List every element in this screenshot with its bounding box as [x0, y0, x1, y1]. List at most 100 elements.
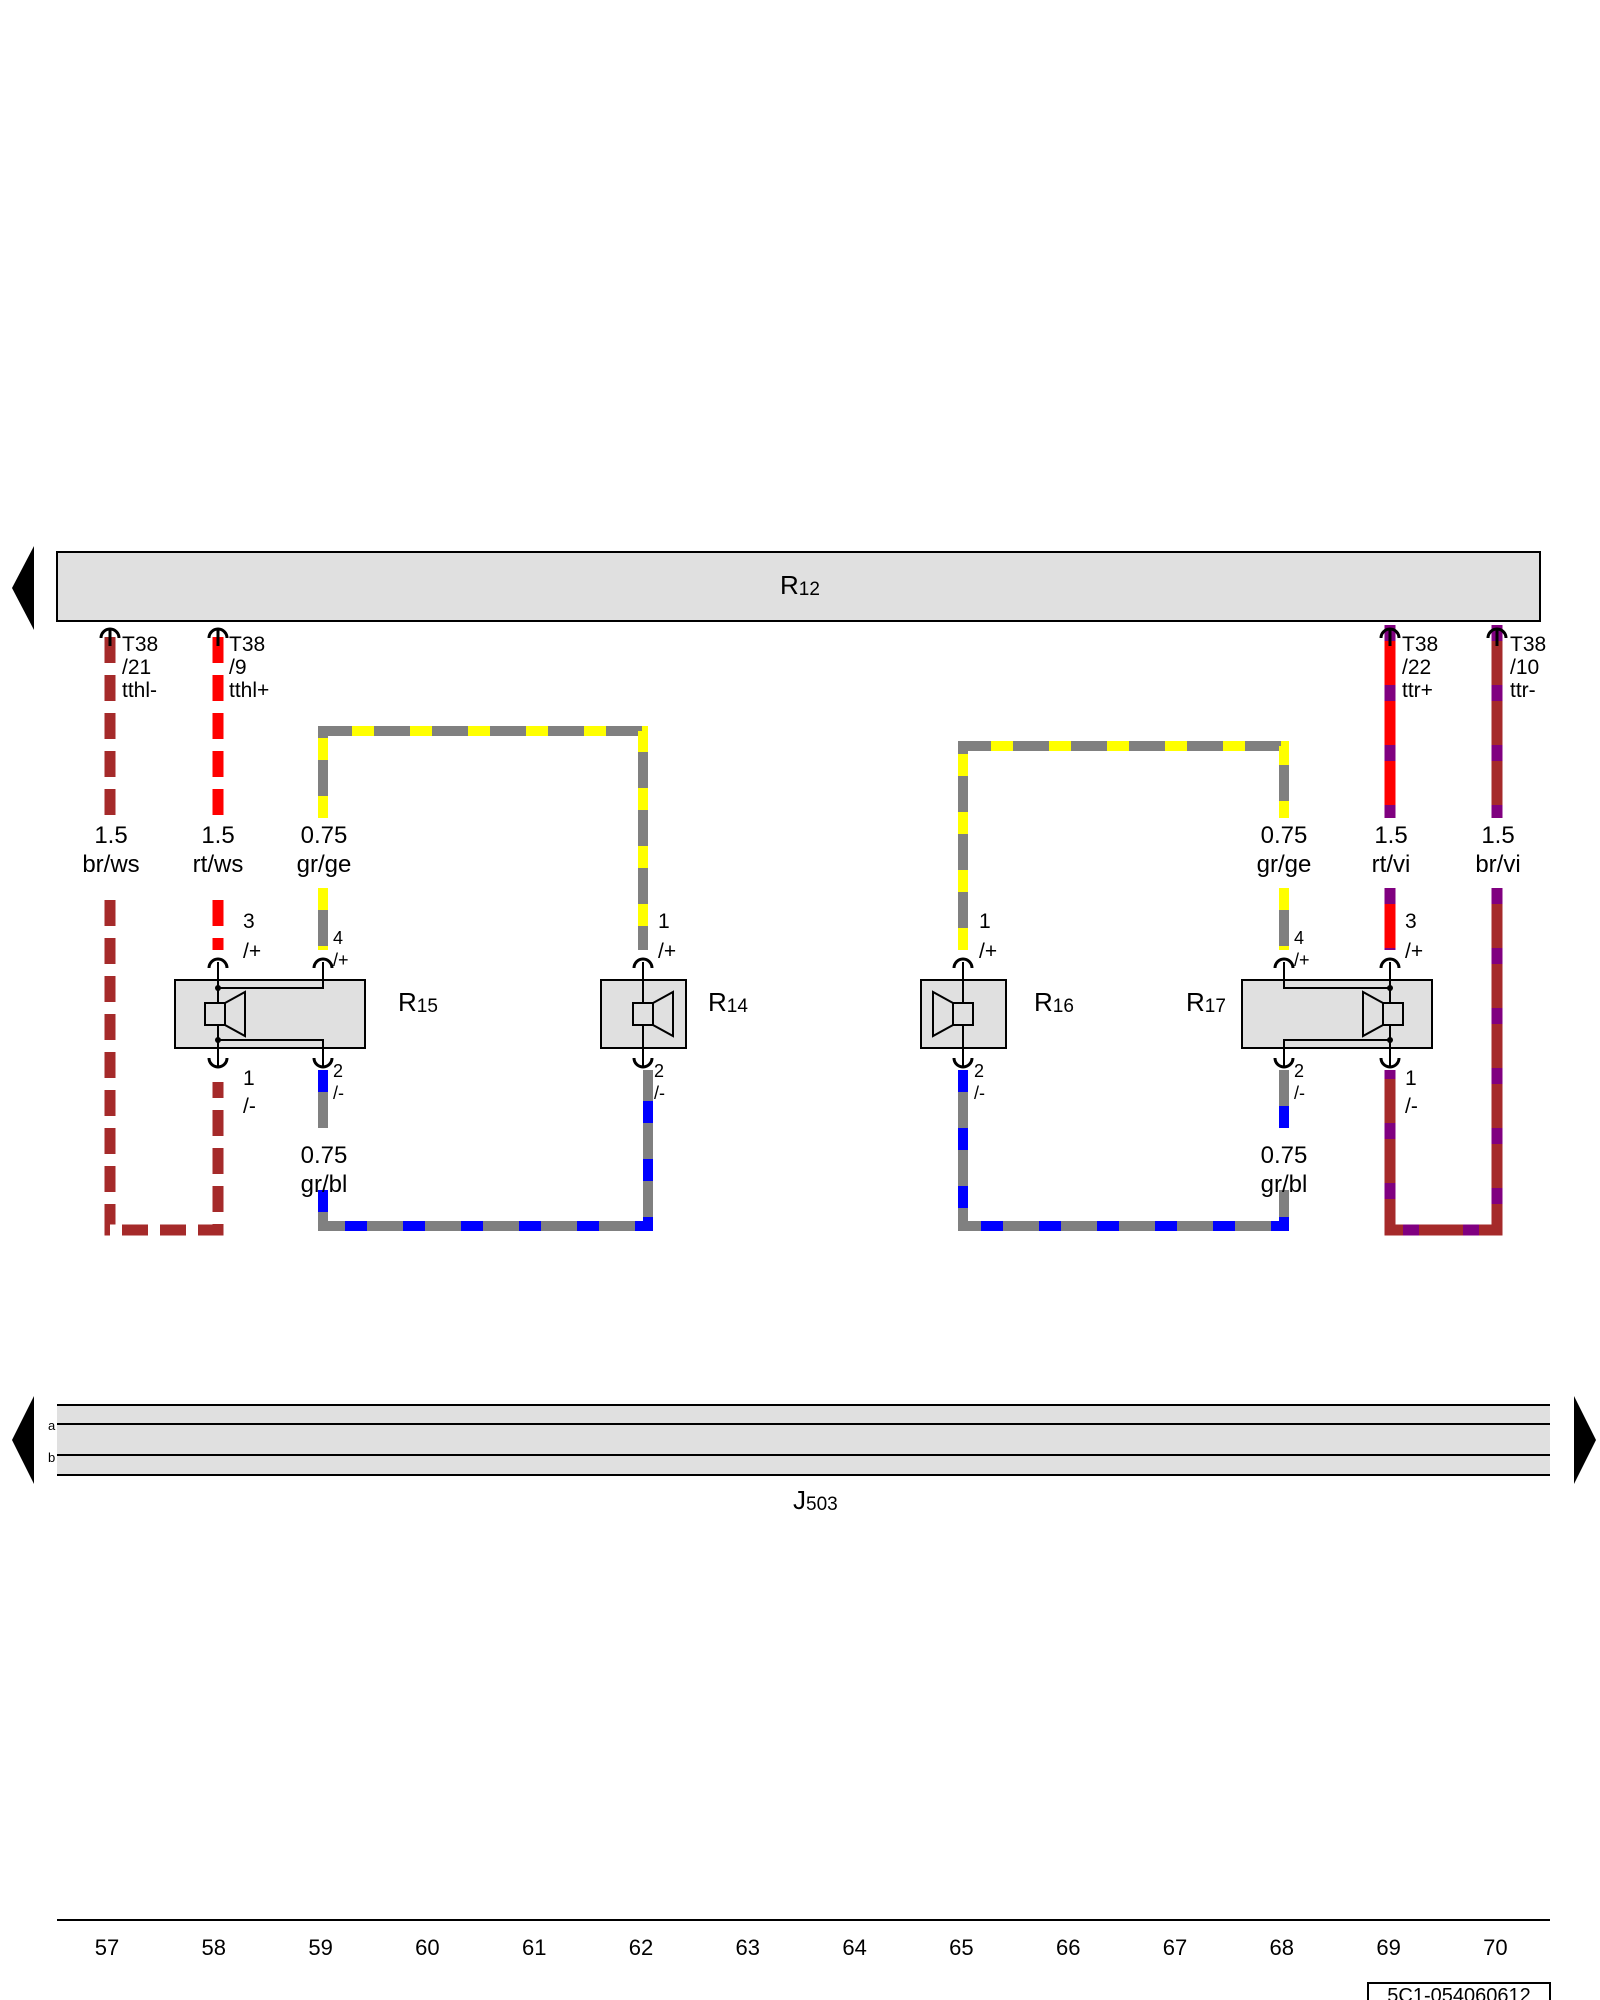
connector-t38-10-icon [1486, 627, 1508, 646]
column-number: 67 [1163, 1935, 1187, 1960]
r15-label: R15 [398, 987, 438, 1017]
r15-speaker[interactable] [174, 962, 366, 1066]
connector-t38-21-label: T38 /21 tthl- [122, 633, 158, 702]
r17-pin3-num: 3 [1405, 910, 1417, 933]
connector-t38-10-label: T38 /10 ttr- [1510, 633, 1546, 702]
wire-size-rt-ws: 1.5 [201, 822, 234, 849]
wire-color-br-vi: br/vi [1475, 851, 1520, 878]
r15-pin1-pol: /- [243, 1095, 256, 1118]
speaker-icon [1362, 990, 1404, 1038]
connector-t38-9-label: T38 /9 tthl+ [229, 633, 269, 702]
r15-pin3-num: 3 [243, 910, 255, 933]
svg-text:ttr+: ttr+ [1402, 679, 1433, 702]
r16-label: R16 [1034, 987, 1074, 1017]
r15-pin4-num: 4 [333, 928, 343, 948]
r17-pin1-pol: /- [1405, 1095, 1418, 1118]
column-number: 58 [202, 1935, 226, 1960]
column-number: 59 [308, 1935, 332, 1960]
r14-pin2-num: 2 [654, 1061, 664, 1081]
wire-color-gr-bl-left: gr/bl [301, 1171, 348, 1198]
column-number: 69 [1376, 1935, 1400, 1960]
r15-pin2-pol: /- [333, 1083, 344, 1103]
r17-label: R17 [1186, 987, 1226, 1017]
j503-label: J503 [793, 1485, 838, 1515]
wire-color-gr-ge-right: gr/ge [1257, 851, 1312, 878]
svg-text:T38: T38 [1510, 633, 1546, 656]
wire-size-gr-bl-left: 0.75 [301, 1142, 348, 1169]
doc-id: 5C1-054060612 [1387, 1985, 1530, 2000]
column-number: 68 [1270, 1935, 1294, 1960]
r14-pin2-pol: /- [654, 1083, 665, 1103]
r14-pin1-num: 1 [658, 910, 670, 933]
speaker-icon [932, 990, 974, 1038]
r15-pin2-num: 2 [333, 1061, 343, 1081]
connector-t38-22-icon [1379, 627, 1401, 646]
pin-connector-icons [207, 957, 1401, 1069]
svg-text:/21: /21 [122, 656, 151, 679]
r17-pin1-num: 1 [1405, 1067, 1417, 1090]
column-number: 66 [1056, 1935, 1080, 1960]
wire-br-vi-loop[interactable] [1384, 625, 1503, 1236]
r16-pin2-pol: /- [974, 1083, 985, 1103]
left-bus-arrow-icon [12, 1396, 34, 1484]
svg-text:tthl-: tthl- [122, 679, 157, 702]
column-number: 57 [95, 1935, 119, 1960]
svg-text:T38: T38 [1402, 633, 1438, 656]
connector-t38-22-label: T38 /22 ttr+ [1402, 633, 1438, 702]
svg-text:ttr-: ttr- [1510, 679, 1536, 702]
column-number: 61 [522, 1935, 546, 1960]
column-numbers: 57 58 59 60 61 62 63 64 65 66 67 68 69 70 [95, 1935, 1508, 1960]
wire-color-rt-ws: rt/ws [193, 851, 244, 878]
column-number: 64 [842, 1935, 866, 1960]
column-number: 60 [415, 1935, 439, 1960]
wire-gr-ge-left[interactable] [318, 726, 648, 950]
r16-pin1-pol: /+ [979, 940, 997, 963]
svg-text:/10: /10 [1510, 656, 1539, 679]
r12-component-box[interactable] [56, 551, 1541, 622]
svg-text:T38: T38 [229, 633, 265, 656]
column-number: 70 [1483, 1935, 1507, 1960]
svg-text:T38: T38 [122, 633, 158, 656]
r16-speaker[interactable] [920, 962, 1007, 1066]
wire-gr-bl-left[interactable] [318, 1070, 653, 1231]
right-bus-arrow-icon [1574, 1396, 1596, 1484]
r14-label: R14 [708, 987, 748, 1017]
j503-bus[interactable] [57, 1404, 1550, 1476]
wire-size-br-vi: 1.5 [1481, 822, 1514, 849]
r17-pin2-pol: /- [1294, 1083, 1305, 1103]
column-number: 65 [949, 1935, 973, 1960]
wire-size-rt-vi: 1.5 [1374, 822, 1407, 849]
left-continuation-arrow-icon [12, 546, 34, 630]
r15-pin1-num: 1 [243, 1067, 255, 1090]
r17-pin4-pol: /+ [1294, 950, 1310, 970]
r17-pin4-num: 4 [1294, 928, 1304, 948]
doc-id-box [1367, 1982, 1551, 2000]
bus-line-b-label: b [48, 1450, 55, 1465]
r15-pin3-pol: /+ [243, 940, 261, 963]
r17-pin3-pol: /+ [1405, 940, 1423, 963]
r16-pin1-num: 1 [979, 910, 991, 933]
column-number: 62 [629, 1935, 653, 1960]
svg-text:/9: /9 [229, 656, 247, 679]
r14-pin1-pol: /+ [658, 940, 676, 963]
r16-pin2-num: 2 [974, 1061, 984, 1081]
bus-line-a-label: a [48, 1418, 56, 1433]
wire-size-gr-ge-left: 0.75 [301, 822, 348, 849]
wire-color-gr-ge-left: gr/ge [297, 851, 352, 878]
r14-speaker[interactable] [600, 962, 687, 1066]
speaker-icon [204, 990, 246, 1038]
wire-br-ws-loop[interactable] [104, 625, 224, 1236]
r17-speaker[interactable] [1241, 962, 1433, 1066]
wire-size-gr-ge-right: 0.75 [1261, 822, 1308, 849]
svg-text:tthl+: tthl+ [229, 679, 269, 702]
column-number: 63 [736, 1935, 760, 1960]
r15-pin4-pol: /+ [333, 950, 349, 970]
wire-size-gr-bl-right: 0.75 [1261, 1142, 1308, 1169]
wire-color-gr-bl-right: gr/bl [1261, 1171, 1308, 1198]
wire-gr-bl-right[interactable] [958, 1070, 1289, 1231]
wire-color-rt-vi: rt/vi [1372, 851, 1411, 878]
speaker-icon [632, 990, 674, 1038]
svg-text:/22: /22 [1402, 656, 1431, 679]
wire-gr-ge-right[interactable] [958, 741, 1289, 950]
